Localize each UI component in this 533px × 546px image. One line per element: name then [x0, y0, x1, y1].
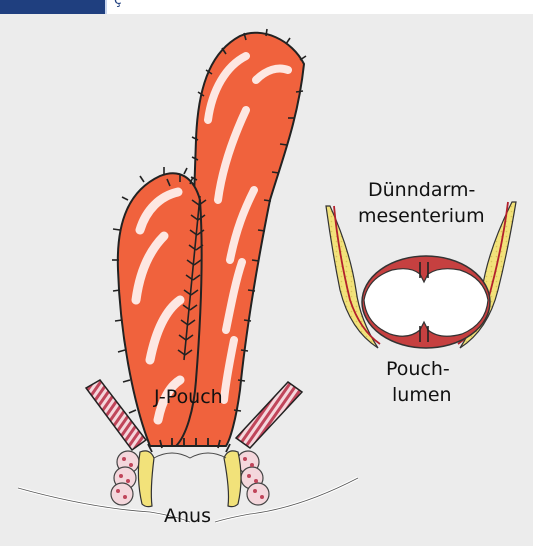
label-pouch-lumen-line1: Pouch- — [386, 357, 450, 381]
sphincter-right — [237, 451, 269, 505]
label-j-pouch: J-Pouch — [154, 385, 223, 409]
levator-muscle-right — [236, 382, 302, 448]
anal-canal — [138, 440, 241, 506]
label-mesentery-line1: Dünndarm- — [368, 178, 475, 202]
label-anus: Anus — [164, 504, 211, 528]
sphincter-left — [111, 451, 139, 505]
label-mesentery-line2: mesenterium — [358, 204, 485, 228]
label-pouch-lumen-line2: lumen — [392, 383, 452, 407]
